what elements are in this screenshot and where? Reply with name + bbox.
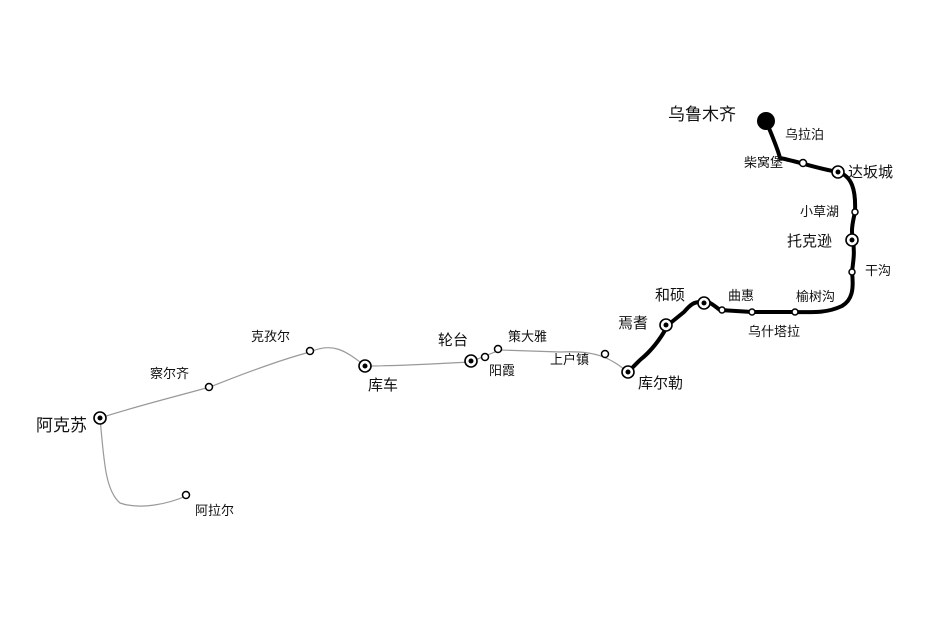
station-alaer-label: 阿拉尔 [195, 504, 234, 519]
station-chaerqi-marker [204, 382, 214, 392]
station-cedaya-label: 策大雅 [508, 329, 547, 345]
station-kuche-dot [362, 363, 368, 369]
station-dabancheng-dot [835, 169, 841, 175]
railway-line-east [626, 119, 858, 374]
station-quhui-marker [718, 306, 726, 314]
station-heshuo-dot [701, 300, 707, 306]
station-kuche-label: 库车 [368, 376, 398, 394]
station-alaer-marker [181, 490, 191, 500]
station-shanghuzhen-label: 上户镇 [550, 352, 589, 368]
station-chaiwopu-marker [798, 158, 808, 168]
station-xiaocaohu-label: 小草湖 [800, 205, 839, 220]
station-yushugou-marker [791, 308, 799, 316]
station-chaerqi-label: 察尔齐 [150, 366, 189, 382]
station-luntai-dot [468, 358, 474, 364]
station-wushitala-marker [748, 308, 756, 316]
station-yanqi-dot [663, 322, 669, 328]
station-gangou-marker [848, 268, 856, 276]
station-yangxia-label: 阳霞 [489, 364, 515, 379]
station-heshuo-label: 和硕 [655, 286, 685, 304]
station-urumqi-label: 乌鲁木齐 [668, 105, 736, 125]
station-xiaocaohu-marker [851, 208, 859, 216]
station-urumqi-marker [757, 112, 775, 130]
railway-branch-alaer [99, 417, 187, 507]
station-korla-label: 库尔勒 [638, 374, 683, 392]
station-quhui-label: 曲惠 [728, 289, 754, 304]
station-dabancheng-label: 达坂城 [848, 163, 893, 181]
station-kezier-marker [305, 346, 315, 356]
station-wulabo-label: 乌拉泊 [785, 127, 824, 143]
station-luntai-label: 轮台 [438, 331, 468, 349]
station-kezier-label: 克孜尔 [251, 330, 290, 345]
station-yushugou-label: 榆树沟 [796, 290, 835, 305]
station-tuokexun-dot [849, 237, 855, 243]
railway-line-west [99, 347, 629, 419]
station-shanghuzhen-marker [600, 349, 610, 359]
station-yanqi-label: 焉耆 [618, 314, 648, 332]
station-gangou-label: 干沟 [865, 264, 891, 279]
station-tuokexun-label: 托克逊 [787, 232, 832, 250]
station-wushitala-label: 乌什塔拉 [748, 324, 800, 340]
station-cedaya-marker [493, 344, 503, 354]
station-akesu-dot [97, 415, 103, 421]
station-korla-dot [625, 369, 631, 375]
station-akesu-label: 阿克苏 [36, 416, 87, 436]
station-yangxia-marker [480, 352, 490, 362]
station-chaiwopu-label: 柴窝堡 [744, 155, 783, 171]
